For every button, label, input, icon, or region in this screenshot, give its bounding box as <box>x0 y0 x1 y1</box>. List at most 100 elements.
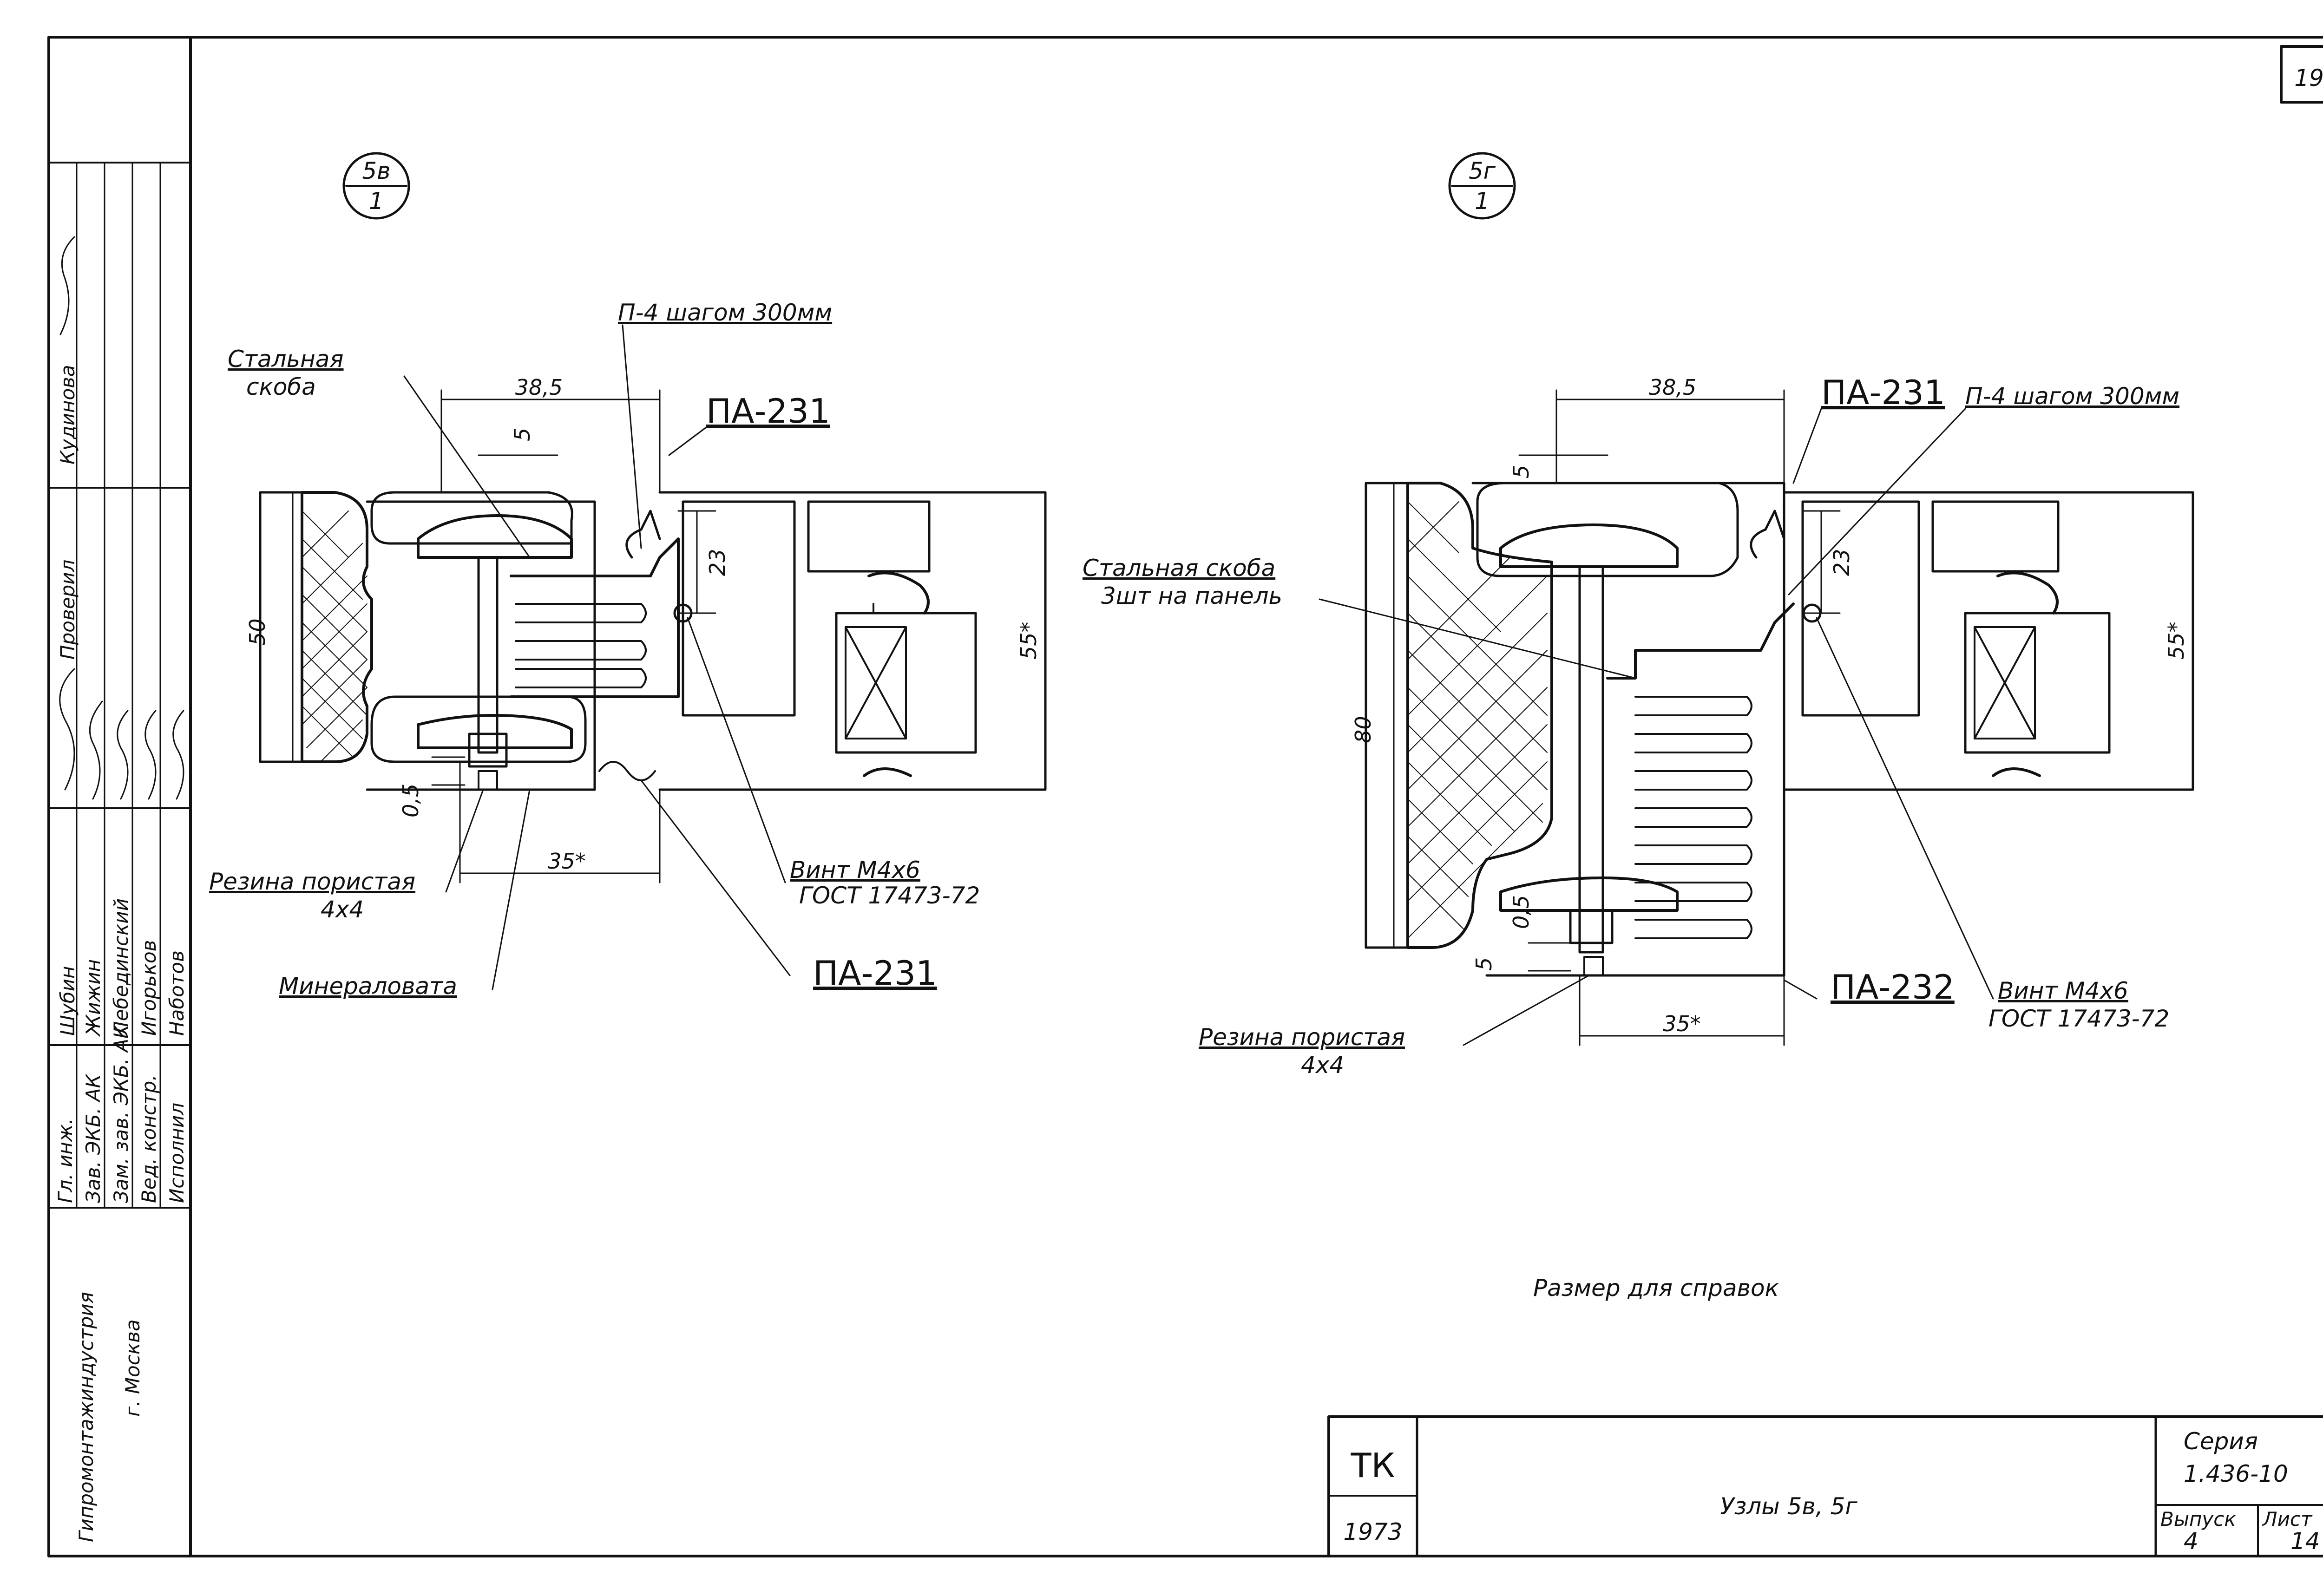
label-left-steel-2: скоба <box>246 373 316 400</box>
detail-5g-id-bottom: 1 <box>1475 188 1490 215</box>
gap-block-left <box>478 770 498 791</box>
dim-r-55: 55* <box>2164 621 2189 660</box>
stamp-name-1: Жижин <box>82 959 105 1037</box>
label-r-steel-2: 3шт на панель <box>1101 582 1282 609</box>
stamp-name-4: Наботов <box>165 950 188 1036</box>
series-value: 1.436-10 <box>2184 1460 2288 1487</box>
label-r-pa232: ПА-232 <box>1831 968 1955 1007</box>
glass-unit-left <box>835 612 977 754</box>
dim-r-width: 38,5 <box>1649 375 1696 400</box>
stamp-org-1: Гипромонтажиндустрия <box>75 1292 98 1542</box>
stamp-check-name: Кудинова <box>56 365 79 464</box>
frame-box-r-2 <box>1931 500 2060 573</box>
label-left-screw-1: Винт М4х6 <box>790 857 920 883</box>
bracket-head-top-r <box>1499 523 1679 568</box>
dim-left-05: 0,5 <box>398 784 423 818</box>
detail-5g-marker <box>1448 152 1516 220</box>
signature-5 <box>144 710 157 800</box>
detail-5v: 5в 1 <box>209 152 1047 1000</box>
title-code: ТК <box>1350 1446 1395 1485</box>
detail-5g: 5г 1 <box>1083 152 2194 1079</box>
dims-r <box>1393 389 2194 1046</box>
clip-p4-left <box>625 510 661 559</box>
bolt-shaft-r <box>1578 565 1604 954</box>
bracket-head-bottom <box>417 714 573 749</box>
page-number-box: 19 <box>2280 45 2323 104</box>
label-left-pa231-bottom: ПА-231 <box>813 954 937 993</box>
dim-left-50: 50 <box>245 618 270 646</box>
stamp-role-1: Зав. ЭКБ. АК <box>82 1073 105 1203</box>
dim-left-35: 35* <box>548 849 586 874</box>
frame-box-left-1 <box>682 500 796 717</box>
label-left-pa231-top: ПА-231 <box>706 392 830 431</box>
seal-left-top <box>867 571 930 615</box>
dim-r-05: 0,5 <box>1509 895 1534 929</box>
stamp-role-0: Гл. инж. <box>54 1118 77 1203</box>
dim-left-23: 23 <box>705 549 730 576</box>
clip-p4-r <box>1750 510 1785 559</box>
dims-left <box>292 389 1046 883</box>
label-left-p4: П-4 шагом 300мм <box>618 299 832 326</box>
label-left-rubber-2: 4х4 <box>321 896 364 923</box>
dim-r-35: 35* <box>1663 1011 1701 1036</box>
stamp-role-4: Исполнил <box>165 1103 188 1203</box>
stamp-name-3: Игорьков <box>138 940 160 1036</box>
dim-r-5: 5 <box>1509 465 1534 478</box>
title-year: 1973 <box>1343 1518 1402 1545</box>
bolt-shaft-left <box>477 556 499 754</box>
signature-2 <box>59 668 75 791</box>
panel-outer-face-r <box>1365 482 1409 949</box>
stamp-check-role: Проверил <box>56 560 79 660</box>
detail-5v-id-bottom: 1 <box>369 188 384 215</box>
title-block: ТК 1973 Узлы 5в, 5г Серия 1.436-10 Выпус… <box>1327 1415 2323 1557</box>
label-r-rubber-1: Резина пористая <box>1199 1024 1405 1051</box>
signature-1 <box>59 236 75 335</box>
glass-cross-box-r <box>1974 626 2036 739</box>
leaders-r <box>1319 408 1994 1046</box>
label-left-rubber-1: Резина пористая <box>209 868 415 895</box>
steel-bracket-r <box>1606 602 1795 680</box>
outer-frame <box>47 36 2323 1557</box>
label-r-steel-1: Стальная скоба <box>1083 555 1275 582</box>
signature-6 <box>172 710 184 800</box>
seal-left-bottom <box>863 767 912 777</box>
dim-r-23: 23 <box>1829 549 1854 576</box>
side-stamp: Гипромонтажиндустрия г. Москва Гл. инж. … <box>48 162 191 1542</box>
glass-unit-r <box>1964 612 2111 754</box>
label-left-mineral: Минераловата <box>279 973 457 1000</box>
profile-top-r <box>1476 482 1739 577</box>
stamp-name-0: Шубин <box>56 966 79 1036</box>
label-r-rubber-2: 4х4 <box>1301 1052 1344 1079</box>
signature-3 <box>89 700 103 800</box>
title-main: Узлы 5в, 5г <box>1720 1493 1857 1520</box>
dim-left-5: 5 <box>510 428 535 441</box>
steel-bracket-left <box>510 537 680 698</box>
dim-r-5b: 5 <box>1471 957 1496 971</box>
dim-left-55: 55* <box>1016 621 1041 660</box>
sheet-label: Лист <box>2262 1508 2313 1531</box>
fins-left <box>515 603 656 781</box>
frame-box-r-1 <box>1801 500 1920 717</box>
profile-lower-left <box>370 695 587 763</box>
reference-note: Размер для справок <box>1533 1275 1779 1302</box>
leaders-left <box>403 324 791 990</box>
bracket-head-top <box>417 514 573 559</box>
stamp-role-3: Вед. констр. <box>138 1075 160 1204</box>
fins-r <box>1634 696 1752 939</box>
insulation-hatch <box>302 510 367 762</box>
label-r-screw-1: Винт М4х6 <box>1998 977 2128 1004</box>
glass-cross-box-left <box>845 626 907 739</box>
dim-r-80: 80 <box>1351 716 1376 743</box>
stamp-name-2: Лебединский <box>110 898 132 1037</box>
insulation-hatch-r <box>1407 501 1548 939</box>
sheet-value: 14 <box>2290 1528 2320 1555</box>
issue-label: Выпуск <box>2160 1508 2236 1531</box>
dim-left-width: 38,5 <box>515 375 563 400</box>
label-r-p4: П-4 шагом 300мм <box>1965 383 2179 410</box>
page-number: 19 <box>2294 65 2323 92</box>
frame-profile-r <box>1783 491 2194 791</box>
label-r-screw-2: ГОСТ 17473-72 <box>1988 1005 2169 1032</box>
signature-4 <box>117 710 129 800</box>
seal-r-bottom <box>1992 767 2041 777</box>
